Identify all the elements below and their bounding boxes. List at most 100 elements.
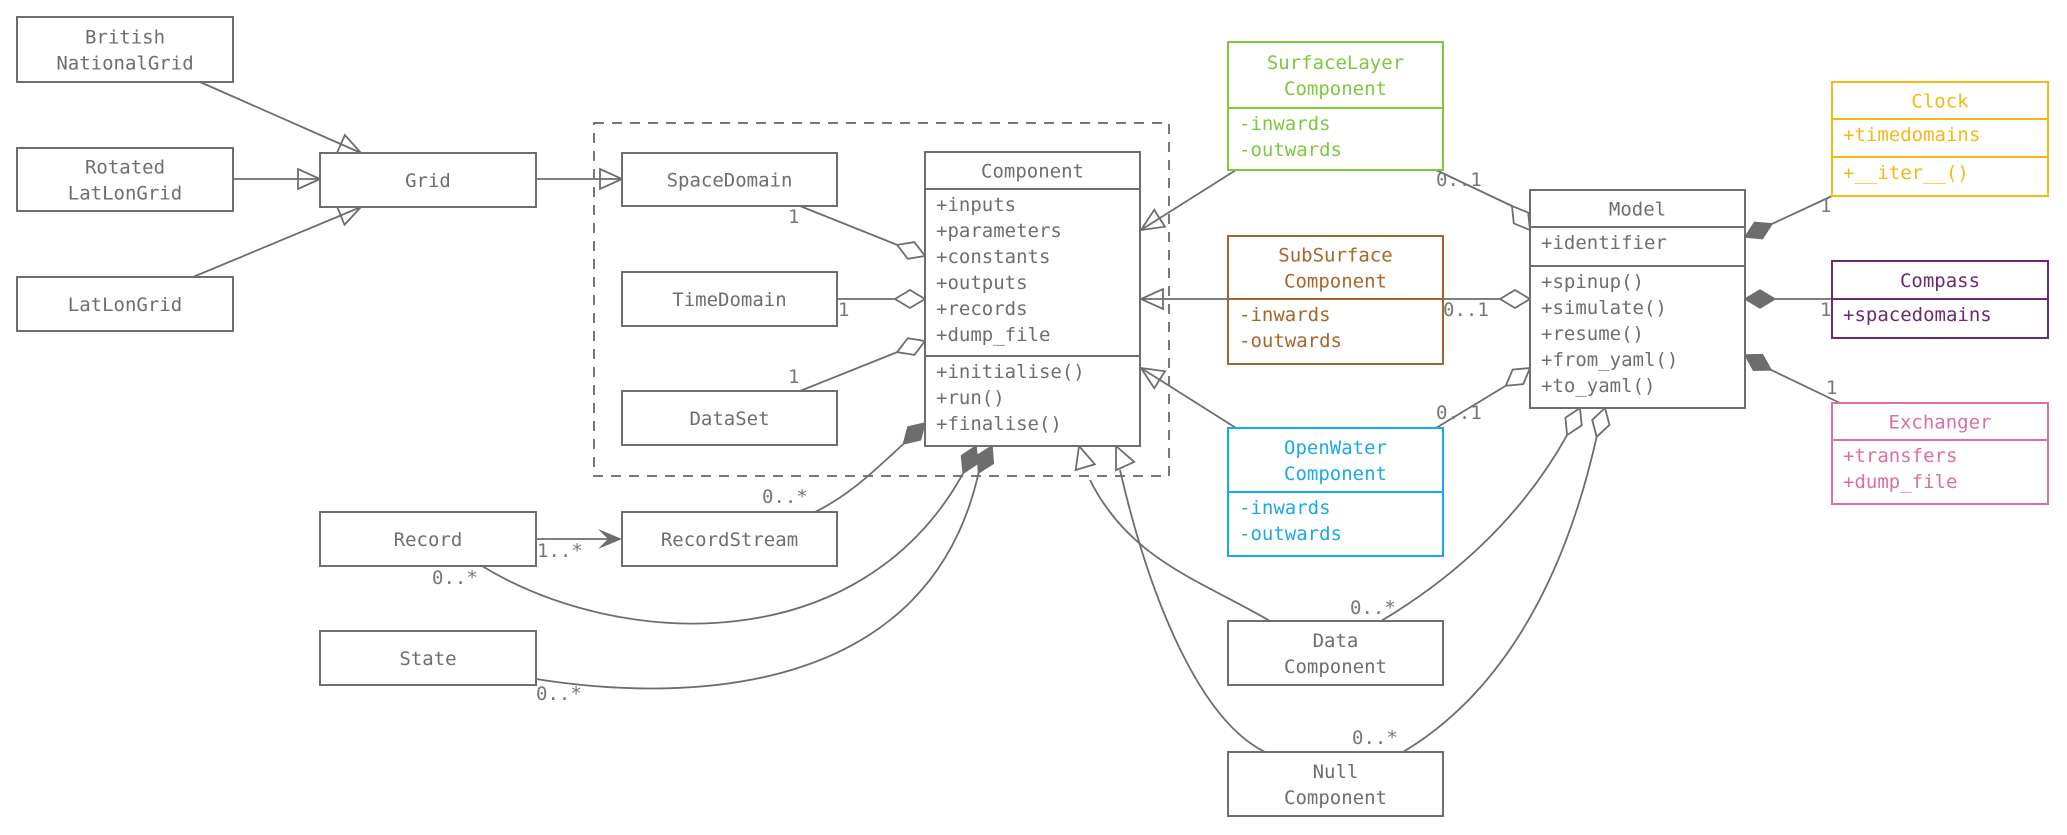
class-box-border	[1831, 81, 2049, 197]
class-exchanger[interactable]: Exchanger+transfers+dump_file	[1831, 402, 2049, 505]
aggregation-diamond-icon	[893, 288, 927, 310]
class-name: Component	[1284, 787, 1387, 809]
composition-diamond-icon	[1743, 289, 1777, 309]
class-time-domain[interactable]: TimeDomain	[621, 271, 838, 327]
aggregation-diamond-icon	[895, 337, 927, 356]
class-attribute: +dump_file	[936, 324, 1050, 346]
multiplicity-label: 0..1	[1443, 299, 1489, 321]
class-name: Component	[1284, 656, 1387, 678]
edge-britishnationalgrid-grid	[199, 81, 362, 154]
class-record-stream[interactable]: RecordStream	[621, 511, 838, 567]
class-name: RecordStream	[661, 529, 798, 551]
class-record[interactable]: Record	[319, 511, 537, 567]
class-attribute: -inwards	[1239, 497, 1331, 519]
class-name: LatLonGrid	[68, 294, 182, 316]
class-name: Component	[1284, 271, 1387, 293]
class-attribute: -outwards	[1239, 139, 1342, 161]
class-box-border	[1831, 402, 2049, 505]
class-state[interactable]: State	[319, 630, 537, 686]
class-method: +initialise()	[936, 361, 1085, 383]
multiplicity-label: 0..*	[536, 683, 582, 705]
edge-recordstream-component	[814, 443, 905, 513]
edge-clock-model	[1771, 195, 1833, 225]
class-name: Grid	[405, 170, 451, 192]
class-name: SurfaceLayer	[1267, 52, 1404, 74]
generalization-arrowhead-icon	[1115, 444, 1136, 472]
class-grid[interactable]: Grid	[319, 152, 537, 208]
class-box-border	[621, 511, 838, 567]
edge-spacedomain-component	[799, 205, 898, 246]
composition-diamond-icon	[976, 444, 995, 475]
class-method: +simulate()	[1541, 297, 1667, 319]
class-name: State	[399, 648, 456, 670]
class-space-domain[interactable]: SpaceDomain	[621, 152, 838, 207]
multiplicity-label: 1	[1820, 299, 1831, 321]
class-name: Component	[1284, 78, 1387, 100]
generalization-arrowhead-icon	[1074, 443, 1097, 472]
multiplicity-label: 1	[838, 299, 849, 321]
class-box-border	[621, 390, 838, 446]
class-box-border	[1227, 41, 1444, 171]
class-name: Null	[1313, 761, 1359, 783]
class-component[interactable]: Component+inputs+parameters+constants+ou…	[924, 151, 1141, 447]
class-box-border	[621, 152, 838, 207]
aggregation-diamond-icon	[1564, 406, 1583, 437]
class-name: Component	[1284, 463, 1387, 485]
class-model[interactable]: Model+identifier+spinup()+simulate()+res…	[1529, 189, 1746, 409]
class-attribute: -inwards	[1239, 304, 1331, 326]
class-box-border	[1227, 620, 1444, 686]
class-attribute: +timedomains	[1843, 124, 1980, 146]
class-latlon-grid[interactable]: LatLonGrid	[16, 276, 234, 332]
multiplicity-label: 1	[788, 366, 799, 388]
class-attribute: +parameters	[936, 220, 1062, 242]
composition-diamond-icon	[1743, 353, 1773, 372]
class-name: NationalGrid	[56, 53, 193, 75]
edge-datacomponent-component	[1089, 479, 1271, 622]
multiplicity-label: 0..*	[432, 567, 478, 589]
edge-latlongrid-grid	[192, 206, 362, 278]
class-attribute: +transfers	[1843, 445, 1957, 467]
class-attribute: +dump_file	[1843, 471, 1957, 493]
class-name: Clock	[1911, 91, 1969, 113]
class-box-border	[924, 151, 1141, 447]
class-name: LatLonGrid	[68, 183, 182, 205]
class-box-border	[621, 271, 838, 327]
edge-record-component	[481, 472, 965, 625]
edge-dataset-component	[799, 351, 898, 392]
class-box-border	[319, 511, 537, 567]
multiplicity-label: 0..*	[762, 486, 808, 508]
class-compass[interactable]: Compass+spacedomains	[1831, 260, 2049, 339]
class-attribute: +constants	[936, 246, 1050, 268]
class-box-border	[16, 276, 234, 332]
class-method: +spinup()	[1541, 271, 1644, 293]
class-dataset[interactable]: DataSet	[621, 390, 838, 446]
class-name: Component	[981, 161, 1084, 183]
class-attribute: -outwards	[1239, 330, 1342, 352]
multiplicity-label: 0..*	[1350, 597, 1396, 619]
class-name: Rotated	[85, 157, 165, 179]
class-method: +__iter__()	[1843, 162, 1969, 184]
edge-openwater-component	[1140, 367, 1237, 429]
multiplicity-labels: 1111..*0..*0..*0..*0..10..10..10..*0..*1…	[432, 169, 1837, 749]
class-box-border	[1227, 751, 1444, 817]
edge-openwater-model	[1435, 384, 1507, 429]
class-attribute: +identifier	[1541, 232, 1667, 254]
class-clock[interactable]: Clock +timedomains +__iter__()	[1831, 81, 2049, 197]
class-box-border	[319, 152, 537, 208]
aggregation-diamond-icon	[1504, 366, 1532, 387]
class-name: Model	[1609, 199, 1666, 221]
class-box-border	[319, 630, 537, 686]
composition-diamond-icon	[902, 421, 927, 445]
relationship-edges	[192, 81, 1841, 753]
class-boxes: BritishNationalGridRotatedLatLonGridLatL…	[16, 16, 2049, 817]
multiplicity-label: 1	[1820, 195, 1831, 217]
multiplicity-label: 0..1	[1436, 402, 1482, 424]
